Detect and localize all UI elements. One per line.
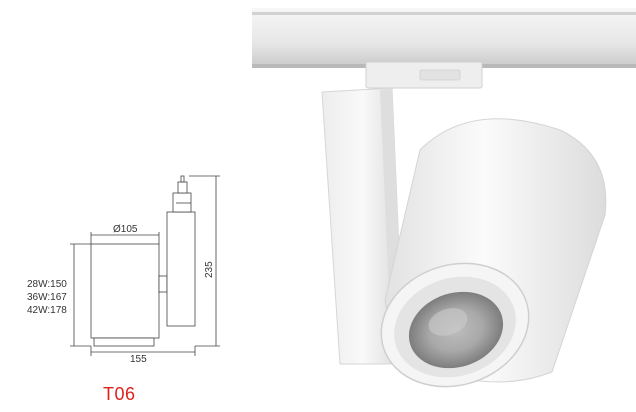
variant-label-36w: 36W:167 xyxy=(27,292,67,303)
drawing-cylinder-base xyxy=(93,337,155,347)
drawing-knuckle xyxy=(158,275,168,293)
model-label: T06 xyxy=(103,384,136,404)
drawing-adapter-pin xyxy=(177,181,188,194)
width-label: 155 xyxy=(130,354,147,365)
height-label: 235 xyxy=(204,261,215,278)
drawing-adapter xyxy=(172,192,192,213)
variant-label-28w: 28W:150 xyxy=(27,279,67,290)
drawing-cylinder xyxy=(90,243,160,339)
track-rail xyxy=(252,8,636,68)
drawing-arm xyxy=(166,211,196,327)
product-photo xyxy=(252,8,636,388)
diameter-label: Ø105 xyxy=(113,224,138,235)
dimension-labels: Ø105 235 155 28W:150 36W:167 42W:178 xyxy=(27,224,215,365)
dimension-drawing xyxy=(70,175,220,356)
variant-label-42w: 42W:178 xyxy=(27,305,67,316)
